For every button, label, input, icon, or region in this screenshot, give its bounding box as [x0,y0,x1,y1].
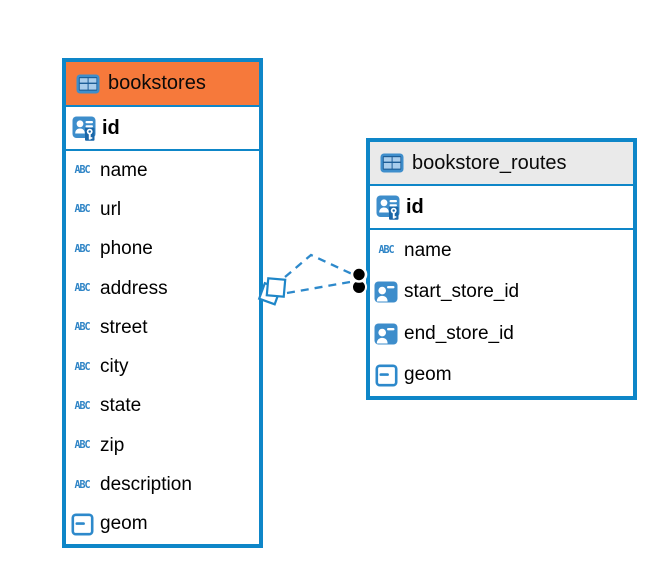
table-title: bookstores [108,72,206,94]
relationship-line-1[interactable] [284,253,353,278]
column-row-zip[interactable]: ABC zip [66,426,259,465]
column-row-geom[interactable]: geom [66,505,259,544]
column-list: id ABC name start_store_id end_store_id … [370,186,633,396]
column-name: url [100,198,122,220]
table-icon [380,153,404,173]
column-name: geom [404,364,452,386]
column-row-name[interactable]: ABC name [370,230,633,272]
text-icon: ABC [74,243,90,256]
column-name: name [100,159,148,181]
diamond-source-marker[interactable] [257,277,287,306]
table-bookstore-routes[interactable]: bookstore_routes id ABC name start_store… [366,138,637,400]
table-bookstores[interactable]: bookstores id ABC name ABC url ABC phone… [62,58,263,548]
text-icon: ABC [74,164,90,177]
table-bookstores-header[interactable]: bookstores [66,62,259,107]
text-icon: ABC [74,479,90,491]
column-row-phone[interactable]: ABC phone [66,230,259,269]
column-name: name [404,239,452,261]
text-icon: ABC [74,204,90,216]
column-row-city[interactable]: ABC city [66,347,259,386]
column-row-address[interactable]: ABC address [66,269,259,308]
column-row-url[interactable]: ABC url [66,190,259,229]
column-row-geom[interactable]: geom [370,355,633,397]
column-name: start_store_id [404,281,520,303]
foreign-key-icon [373,323,399,345]
column-name: address [100,277,168,299]
text-icon: ABC [74,322,90,334]
column-row-state[interactable]: ABC state [66,387,259,426]
column-row-id[interactable]: id [66,107,259,151]
column-row-name[interactable]: ABC name [66,151,259,190]
column-name: id [406,195,424,218]
column-row-description[interactable]: ABC description [66,465,259,504]
dot-target-marker[interactable] [350,266,368,295]
column-row-end_store_id[interactable]: end_store_id [370,313,633,355]
primary-key-icon [375,195,401,220]
text-icon: ABC [74,400,90,413]
column-name: description [100,474,192,496]
table-bookstore-routes-header[interactable]: bookstore_routes [370,142,633,186]
relationship-line-2[interactable] [286,280,351,295]
column-row-start_store_id[interactable]: start_store_id [370,272,633,314]
column-name: state [100,395,142,417]
text-icon: ABC [378,244,394,257]
column-list: id ABC name ABC url ABC phone ABC addres… [66,107,259,544]
column-name: phone [100,238,153,260]
primary-key-icon [71,116,97,141]
table-title: bookstore_routes [412,151,567,174]
column-name: geom [100,513,148,535]
text-icon: ABC [74,439,90,452]
column-name: id [102,116,120,139]
column-name: zip [100,434,125,456]
text-icon: ABC [74,361,90,373]
column-name: end_store_id [404,322,514,344]
table-icon [76,74,100,94]
text-icon: ABC [74,282,90,295]
geometry-icon [373,364,399,387]
column-row-id[interactable]: id [370,186,633,230]
column-row-street[interactable]: ABC street [66,308,259,347]
column-name: street [100,316,148,338]
column-name: city [100,356,129,378]
foreign-key-icon [373,281,399,303]
geometry-icon [69,513,95,536]
